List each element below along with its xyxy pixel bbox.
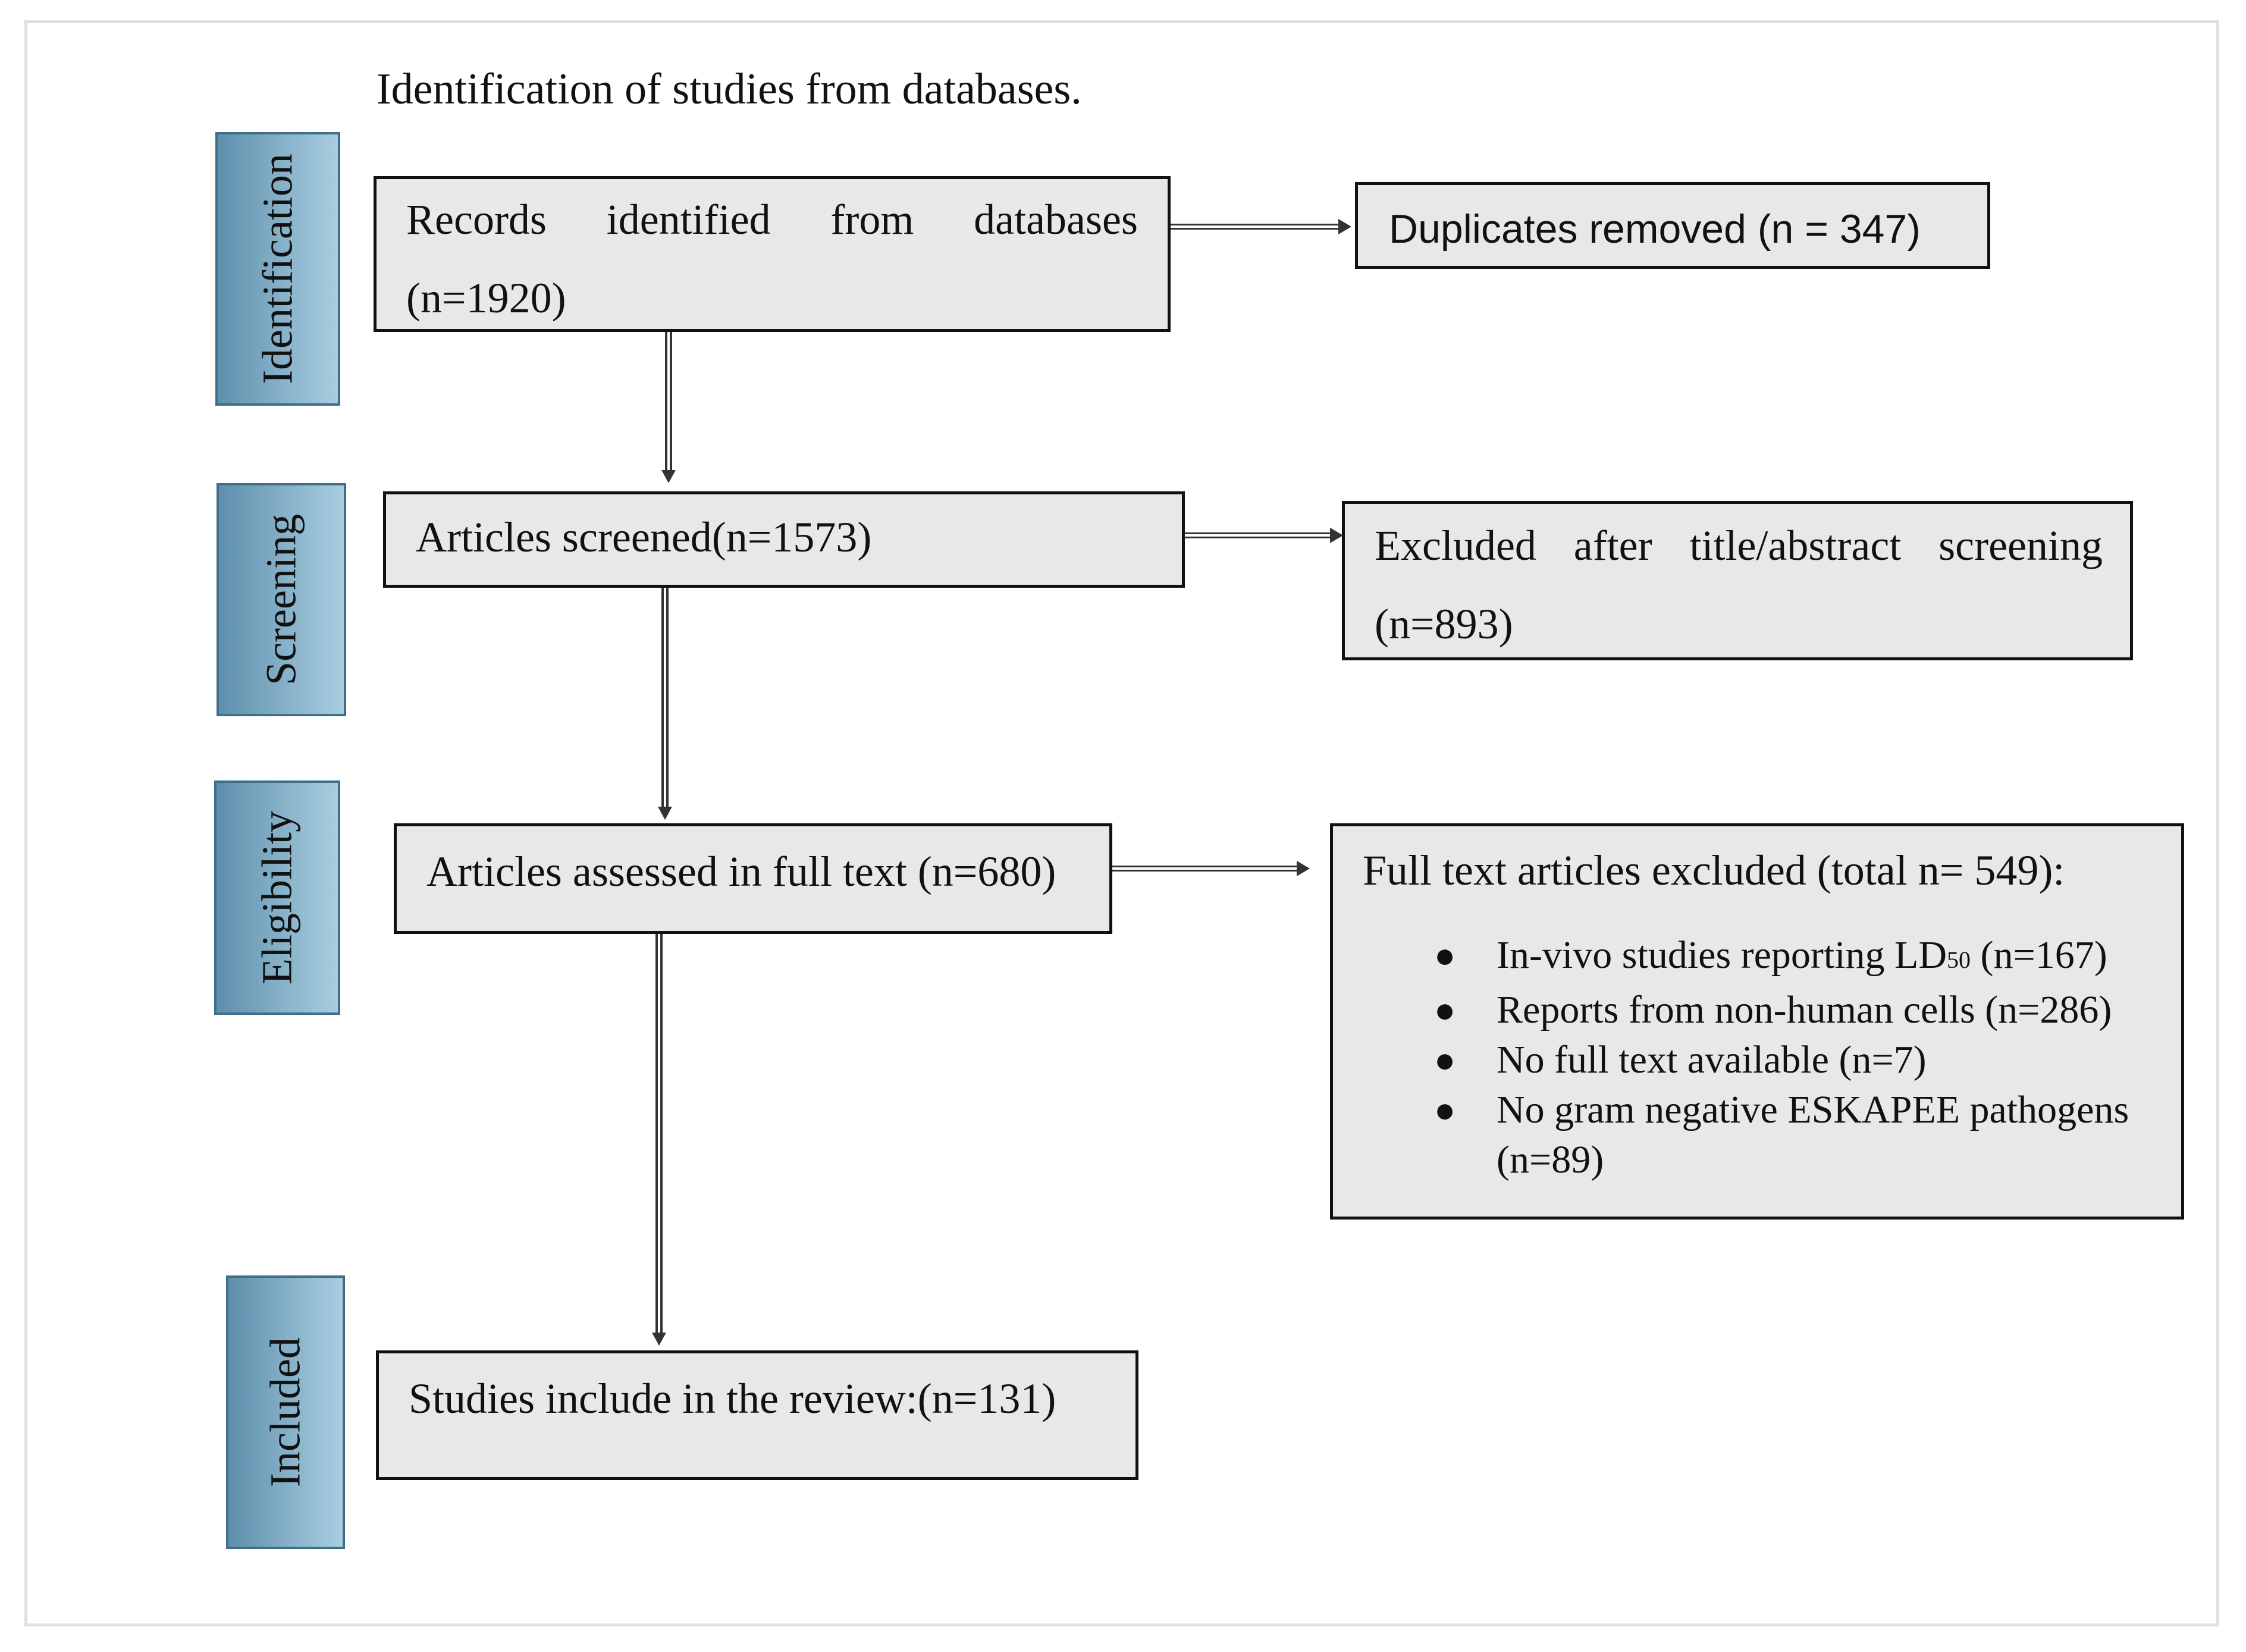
full-text-excluded-title: Full text articles excluded (total n= 54… xyxy=(1363,847,2065,894)
stage-screening-label: Screening xyxy=(257,514,305,685)
articles-screened-text: Articles screened(n=1573) xyxy=(416,513,872,561)
excluded-title-abstract-count: (n=893) xyxy=(1375,600,1513,648)
studies-included-text: Studies include in the review:(n=131) xyxy=(409,1375,1056,1422)
articles-full-text-text: Articles assessed in full text (n=680) xyxy=(426,848,1056,895)
records-identified-count: (n=1920) xyxy=(406,274,566,322)
excluded-word-1: Excluded xyxy=(1375,522,1536,569)
exclusion-item-eskapee-count: (n=89) xyxy=(1497,1138,1604,1181)
exclusion-item-eskapee: ● No gram negative ESKAPEE pathogens (n=… xyxy=(1392,1085,2129,1185)
stage-screening: Screening xyxy=(217,483,346,716)
exclusion-item-no-full-text-text: No full text available (n=7) xyxy=(1497,1038,1927,1082)
excluded-word-2: after xyxy=(1573,522,1652,569)
records-word-4: databases xyxy=(974,196,1138,243)
articles-screened-box: Articles screened(n=1573) xyxy=(383,491,1185,588)
exclusion-item-eskapee-text: No gram negative ESKAPEE pathogens xyxy=(1497,1088,2129,1131)
stage-identification: Identification xyxy=(215,132,340,406)
records-identified-box: Records identified from databases (n=192… xyxy=(374,176,1171,332)
exclusion-item-non-human: ● Reports from non-human cells (n=286) xyxy=(1392,985,2129,1035)
records-word-3: from xyxy=(830,196,914,243)
exclusion-item-non-human-text: Reports from non-human cells (n=286) xyxy=(1497,988,2112,1032)
articles-full-text-box: Articles assessed in full text (n=680) xyxy=(394,823,1112,934)
exclusion-reasons-list: ● In-vivo studies reporting LD50 (n=167)… xyxy=(1392,930,2129,1185)
excluded-title-abstract-line1: Excluded after title/abstract screening xyxy=(1375,524,2103,567)
full-text-excluded-box: Full text articles excluded (total n= 54… xyxy=(1330,823,2184,1220)
bullet-icon: ● xyxy=(1434,936,1456,975)
records-identified-line1: Records identified from databases xyxy=(406,198,1138,241)
ld50-subscript: 50 xyxy=(1947,946,1971,973)
records-word-2: identified xyxy=(606,196,771,243)
bullet-icon: ● xyxy=(1434,1040,1456,1080)
stage-eligibility-label: Eligibility xyxy=(253,810,301,985)
duplicates-removed-text: Duplicates removed (n = 347) xyxy=(1389,206,1921,252)
excluded-word-3: title/abstract xyxy=(1689,522,1902,569)
excluded-title-abstract-box: Excluded after title/abstract screening … xyxy=(1342,501,2133,660)
stage-eligibility: Eligibility xyxy=(214,780,340,1015)
records-word-1: Records xyxy=(406,196,547,243)
studies-included-box: Studies include in the review:(n=131) xyxy=(376,1350,1138,1480)
exclusion-item-in-vivo-text: In-vivo studies reporting LD xyxy=(1497,933,1947,977)
bullet-icon: ● xyxy=(1434,990,1456,1030)
stage-included: Included xyxy=(226,1275,345,1549)
stage-identification-label: Identification xyxy=(253,153,302,384)
exclusion-item-in-vivo-count: (n=167) xyxy=(1971,933,2107,977)
bullet-icon: ● xyxy=(1434,1090,1456,1130)
exclusion-item-no-full-text: ● No full text available (n=7) xyxy=(1392,1035,2129,1085)
excluded-word-4: screening xyxy=(1938,522,2103,569)
diagram-heading: Identification of studies from databases… xyxy=(377,65,1082,114)
duplicates-removed-box: Duplicates removed (n = 347) xyxy=(1355,182,1990,269)
exclusion-item-in-vivo: ● In-vivo studies reporting LD50 (n=167) xyxy=(1392,930,2129,985)
stage-included-label: Included xyxy=(261,1337,309,1487)
